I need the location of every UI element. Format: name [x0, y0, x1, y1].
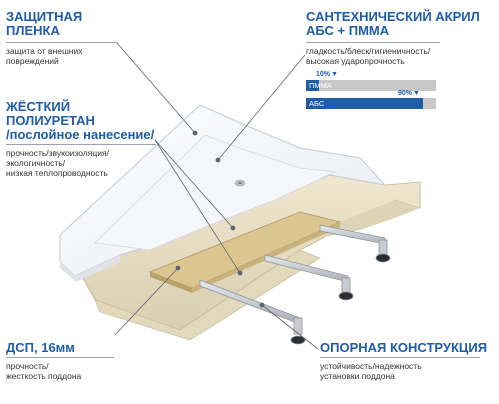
pmma-bar: ПММА: [306, 80, 436, 91]
frame-desc-line2: установки поддона: [320, 371, 395, 381]
support-frame: [199, 224, 391, 345]
acrylic-tray: [59, 104, 387, 282]
acrylic-title-line2: АБС + ПММА: [306, 23, 390, 38]
pu-divider: [6, 144, 156, 145]
pu-desc-line2: экологичность/: [6, 158, 66, 168]
pmma-bar-fill: [306, 80, 319, 91]
film-divider: [6, 42, 118, 43]
film-title-line1: ЗАЩИТНАЯ: [6, 9, 83, 24]
acrylic-divider: [306, 42, 440, 43]
abs-marker-icon: ▼: [413, 90, 420, 97]
film-desc-line1: защита от внешних: [6, 46, 83, 56]
acrylic-desc-line1: гладкость/блеск/гигиеничность/: [306, 46, 431, 56]
pu-title-line1: ЖЁСТКИЙ: [6, 99, 71, 114]
abs-bar-fill: [306, 98, 423, 109]
pu-title-line2: ПОЛИУРЕТАН: [6, 113, 95, 128]
pu-title-line3: /послойное нанесение/: [6, 127, 155, 142]
pmma-marker-icon: ▼: [331, 71, 338, 78]
frame-divider: [320, 357, 480, 358]
abs-bar: АБС: [306, 98, 436, 109]
frame-desc-line1: устойчивость/надежность: [320, 361, 422, 371]
pu-desc-line1: прочность/звукоизоляция/: [6, 148, 109, 158]
leader-lines: [114, 42, 319, 350]
pu-desc-line3: низкая теплопроводность: [6, 168, 108, 178]
dsp-desc-line2: жесткость поддона: [6, 371, 82, 381]
dsp-title: ДСП, 16мм: [6, 340, 75, 355]
pmma-bar-label: ПММА: [309, 81, 332, 90]
pmma-percent: 10%: [316, 71, 331, 78]
dsp-desc-line1: прочность/: [6, 361, 49, 371]
abs-bar-label: АБС: [309, 99, 325, 108]
film-title-line2: ПЛЕНКА: [6, 23, 60, 38]
acrylic-desc-line2: высокая ударопрочность: [306, 56, 405, 66]
acrylic-title-line1: САНТЕХНИЧЕСКИЙ АКРИЛ: [306, 9, 480, 24]
frame-title: ОПОРНАЯ КОНСТРУКЦИЯ: [320, 340, 488, 355]
dsp-divider: [6, 357, 114, 358]
film-desc-line2: повреждений: [6, 56, 59, 66]
abs-percent: 90%: [398, 90, 413, 97]
